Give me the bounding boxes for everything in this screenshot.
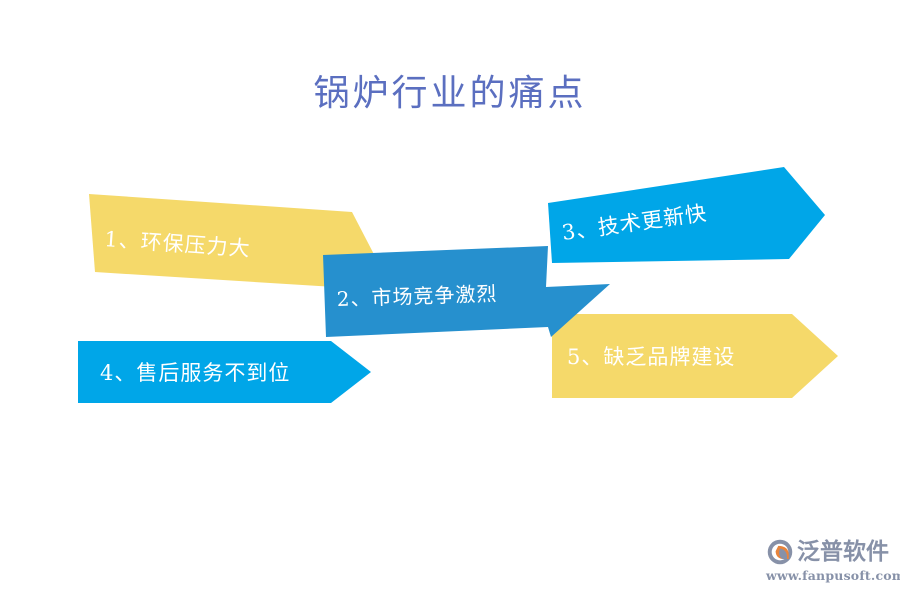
brand-logo: 泛普软件 www.fanpusoft.com [766,538,900,584]
arrow-item-2[interactable]: 2、市场竞争激烈 [323,246,610,337]
logo-row: 泛普软件 [766,538,894,566]
arrow-item-3[interactable]: 3、技术更新快 [548,167,825,263]
arrow-item-4[interactable]: 4、售后服务不到位 [78,341,371,403]
page-title: 锅炉行业的痛点 [313,73,587,114]
arrow-item-1[interactable]: 1、环保压力大 [89,194,379,288]
arrow-shape-4 [78,341,371,403]
arrow-shape-1 [89,194,379,288]
arrow-shape-2 [323,246,610,337]
logo-url: www.fanpusoft.com [766,568,900,583]
fanpu-logo-icon [767,539,793,565]
arrow-shape-5 [552,314,838,398]
arrow-label-4: 4、售后服务不到位 [100,361,290,385]
arrow-label-5: 5、缺乏品牌建设 [567,345,735,369]
logo-wordmark: 泛普软件 [797,538,889,565]
arrow-item-5[interactable]: 5、缺乏品牌建设 [552,314,838,398]
arrow-label-2: 2、市场竞争激烈 [336,281,497,311]
arrow-shape-3 [548,167,825,263]
